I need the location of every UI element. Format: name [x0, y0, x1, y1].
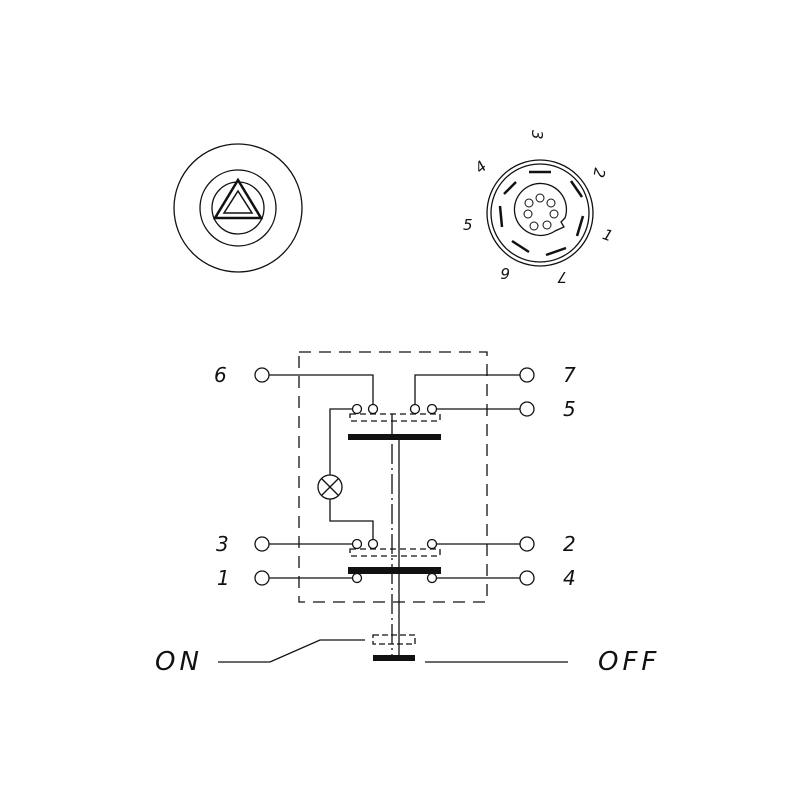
- terminal-label-7: 7: [563, 363, 576, 387]
- hazard-switch-front-view: [173, 143, 303, 273]
- on-label: ON: [155, 647, 203, 677]
- connector-rear-view: 3 4 2 5 1 6 7: [463, 130, 615, 286]
- terminal-label-2: 2: [563, 532, 576, 556]
- pin-label-5: 5: [463, 216, 473, 234]
- switch-schematic: [218, 351, 568, 663]
- terminal-label-5: 5: [563, 397, 576, 421]
- pin-label-7: 7: [557, 268, 567, 286]
- pin-label-3: 3: [528, 130, 546, 140]
- terminal-label-1: 1: [217, 566, 230, 590]
- terminal-label-3: 3: [216, 532, 229, 556]
- terminal-label-4: 4: [563, 566, 576, 590]
- lamp-icon: [317, 474, 343, 500]
- pin-label-1: 1: [600, 225, 615, 245]
- terminal-label-6: 6: [214, 363, 227, 387]
- pin-label-6: 6: [500, 264, 510, 282]
- pin-label-2: 2: [589, 167, 608, 180]
- pin-label-4: 4: [471, 157, 490, 177]
- off-label: OFF: [598, 647, 660, 677]
